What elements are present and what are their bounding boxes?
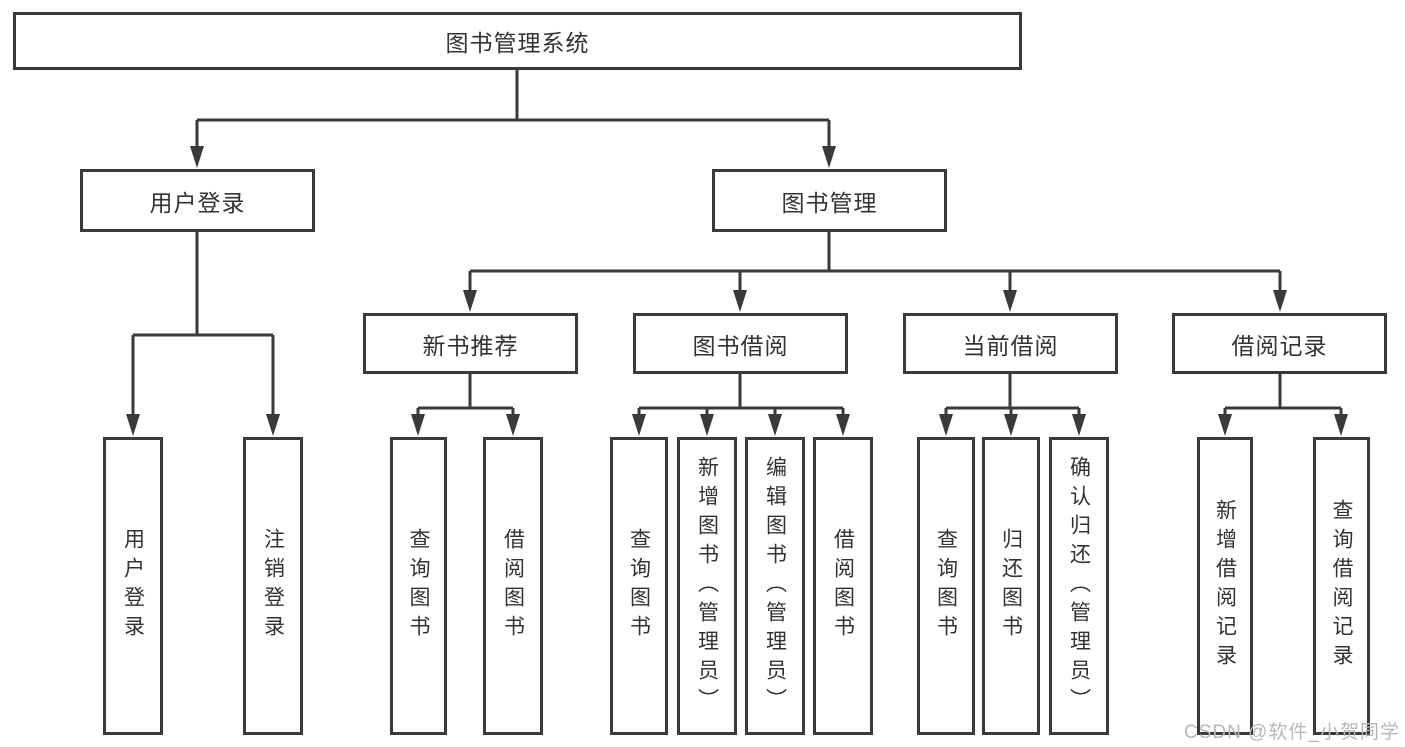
node-borrow-records: 借阅记录 (1172, 313, 1387, 374)
leaf-borrow-book-recommend-label: 借阅图书 (501, 528, 525, 644)
leaf-query-borrow-record-label: 查询借阅记录 (1330, 499, 1353, 673)
csdn-watermark: CSDN @软件_小贺同学 (1184, 722, 1400, 743)
node-user-login: 用户登录 (80, 169, 315, 232)
leaf-edit-book-admin: 编辑图书（管理员） (745, 437, 805, 735)
leaf-query-book-borrow: 查询图书 (610, 437, 668, 735)
leaf-query-book-current: 查询图书 (917, 437, 975, 735)
leaf-add-book-admin-label: 新增图书（管理员） (695, 455, 719, 717)
leaf-edit-book-admin-label: 编辑图书（管理员） (763, 455, 787, 717)
node-new-book-recommend: 新书推荐 (363, 313, 578, 374)
leaf-return-book-label: 归还图书 (999, 528, 1023, 644)
node-book-management: 图书管理 (712, 169, 947, 232)
leaf-confirm-return-admin-label: 确认归还（管理员） (1067, 455, 1091, 717)
leaf-query-borrow-record: 查询借阅记录 (1313, 437, 1370, 735)
node-book-borrowing: 图书借阅 (633, 313, 848, 374)
leaf-add-borrow-record-label: 新增借阅记录 (1213, 499, 1237, 673)
leaf-confirm-return-admin: 确认归还（管理员） (1049, 437, 1109, 735)
leaf-user-login: 用户登录 (103, 437, 163, 735)
leaf-query-book-recommend-label: 查询图书 (407, 528, 430, 644)
node-root-library-system: 图书管理系统 (13, 12, 1022, 70)
leaf-borrow-book-recommend: 借阅图书 (483, 437, 543, 735)
leaf-query-book-recommend: 查询图书 (390, 437, 447, 735)
leaf-query-book-borrow-label: 查询图书 (627, 528, 651, 644)
leaf-borrow-book-label: 借阅图书 (831, 528, 855, 644)
leaf-add-borrow-record: 新增借阅记录 (1197, 437, 1253, 735)
node-current-borrowing: 当前借阅 (903, 313, 1118, 374)
leaf-user-login-label: 用户登录 (121, 528, 145, 644)
leaf-logout-label: 注销登录 (261, 528, 285, 644)
leaf-query-book-current-label: 查询图书 (934, 528, 958, 644)
leaf-logout: 注销登录 (243, 437, 303, 735)
leaf-add-book-admin: 新增图书（管理员） (677, 437, 737, 735)
leaf-return-book: 归还图书 (982, 437, 1040, 735)
leaf-borrow-book: 借阅图书 (813, 437, 873, 735)
